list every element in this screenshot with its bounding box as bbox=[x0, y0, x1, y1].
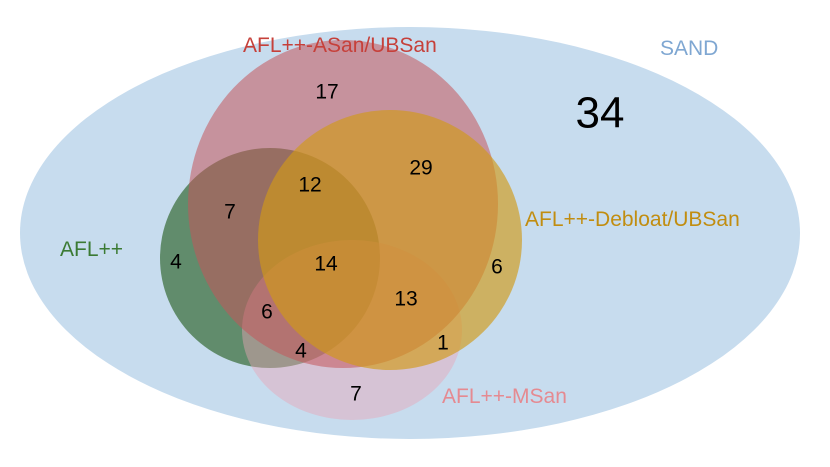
asan-label: AFL++-ASan/UBSan bbox=[243, 34, 437, 57]
region-count-afl-only: 4 bbox=[170, 251, 182, 274]
region-count-debloat-only: 6 bbox=[491, 256, 503, 279]
region-count-afl-asan: 7 bbox=[224, 201, 236, 224]
region-count-sand-only: 34 bbox=[576, 89, 625, 138]
region-count-asan-debloat: 29 bbox=[409, 157, 432, 180]
debloat-ellipse bbox=[258, 110, 522, 370]
debloat-label: AFL++-Debloat/UBSan bbox=[525, 208, 740, 231]
region-count-asan-only: 17 bbox=[315, 81, 338, 104]
msan-label: AFL++-MSan bbox=[442, 385, 567, 408]
sand-label: SAND bbox=[660, 37, 718, 60]
region-count-all-four: 14 bbox=[314, 253, 338, 276]
region-count-asan-msan: 4 bbox=[295, 340, 307, 363]
region-count-debloat-msan: 1 bbox=[437, 332, 449, 355]
region-count-afl-asan-msan: 6 bbox=[261, 301, 273, 324]
region-count-msan-only: 7 bbox=[350, 383, 362, 406]
afl-label: AFL++ bbox=[60, 238, 123, 261]
region-count-asan-debloat-msan: 13 bbox=[394, 288, 417, 311]
region-count-afl-asan-debloat: 12 bbox=[298, 174, 321, 197]
